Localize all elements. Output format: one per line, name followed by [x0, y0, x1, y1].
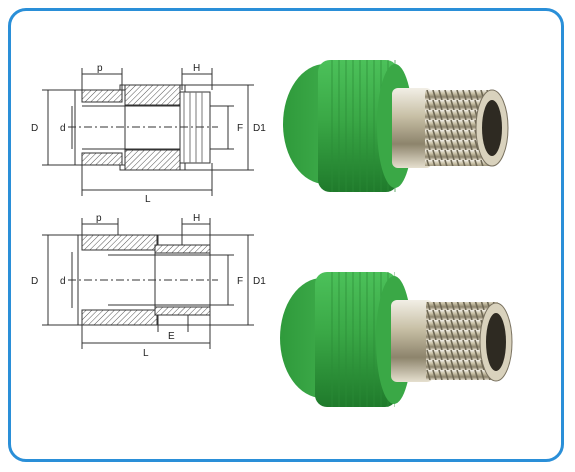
bottom-label-p: p	[96, 213, 102, 224]
bottom-wall-upper	[81, 234, 158, 251]
top-label-d-outer: D	[31, 123, 38, 134]
top-label-d1: D1	[253, 123, 266, 134]
bottom-label-d-inner: d	[60, 276, 66, 287]
top-label-p: p	[97, 63, 103, 74]
bottom-insert-upper	[154, 244, 211, 254]
top-label-f: F	[237, 123, 243, 134]
bottom-label-e: E	[168, 331, 175, 342]
bottom-wall-lower	[81, 309, 158, 326]
top-hex-wall-lower	[124, 149, 181, 171]
top-label-d-inner: d	[60, 123, 66, 134]
top-label-h: H	[193, 63, 200, 74]
bottom-insert-lower	[154, 306, 211, 316]
bottom-label-d-outer: D	[31, 276, 38, 287]
top-hex-wall-upper	[124, 84, 181, 106]
bottom-label-d1: D1	[253, 276, 266, 287]
bottom-label-f: F	[237, 276, 243, 287]
bottom-technical-drawing	[42, 218, 254, 349]
male-threaded-adapter-photo-bottom	[280, 272, 513, 407]
bottom-label-l: L	[143, 348, 149, 359]
top-technical-drawing	[42, 68, 254, 196]
top-label-l: L	[145, 194, 151, 205]
top-wall-lower	[81, 152, 123, 166]
bottom-label-h: H	[193, 213, 200, 224]
male-threaded-adapter-photo-top	[283, 60, 509, 192]
top-wall-upper	[81, 89, 123, 103]
